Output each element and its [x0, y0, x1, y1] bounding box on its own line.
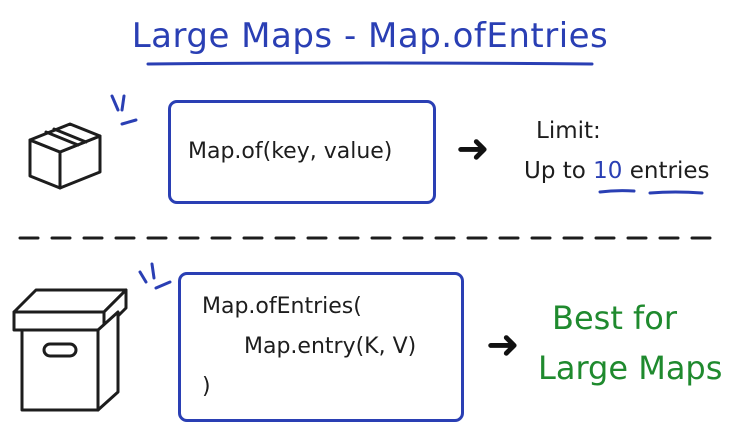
closing-paren-line: ) [202, 374, 211, 399]
map-entry-line: Map.entry(K, V) [244, 334, 417, 359]
bottom-arrow: ➜ [486, 322, 520, 368]
map-of-code: Map.of(key, value) [188, 139, 393, 164]
map-ofentries-line1: Map.ofEntries( [202, 294, 362, 319]
map-of-box [168, 100, 436, 204]
map-ofentries-box [178, 272, 464, 422]
limit-suffix: entries [629, 158, 710, 184]
top-arrow: ➜ [456, 126, 490, 172]
best-for-line: Best for [552, 299, 678, 337]
page-title: Large Maps - Map.ofEntries [131, 16, 609, 56]
large-maps-line: Large Maps [538, 349, 723, 387]
limit-label: Limit: [536, 118, 601, 144]
limit-prefix: Up to [524, 158, 586, 184]
limit-line: Up to 10 entries [524, 152, 709, 190]
limit-number: 10 [593, 158, 623, 184]
